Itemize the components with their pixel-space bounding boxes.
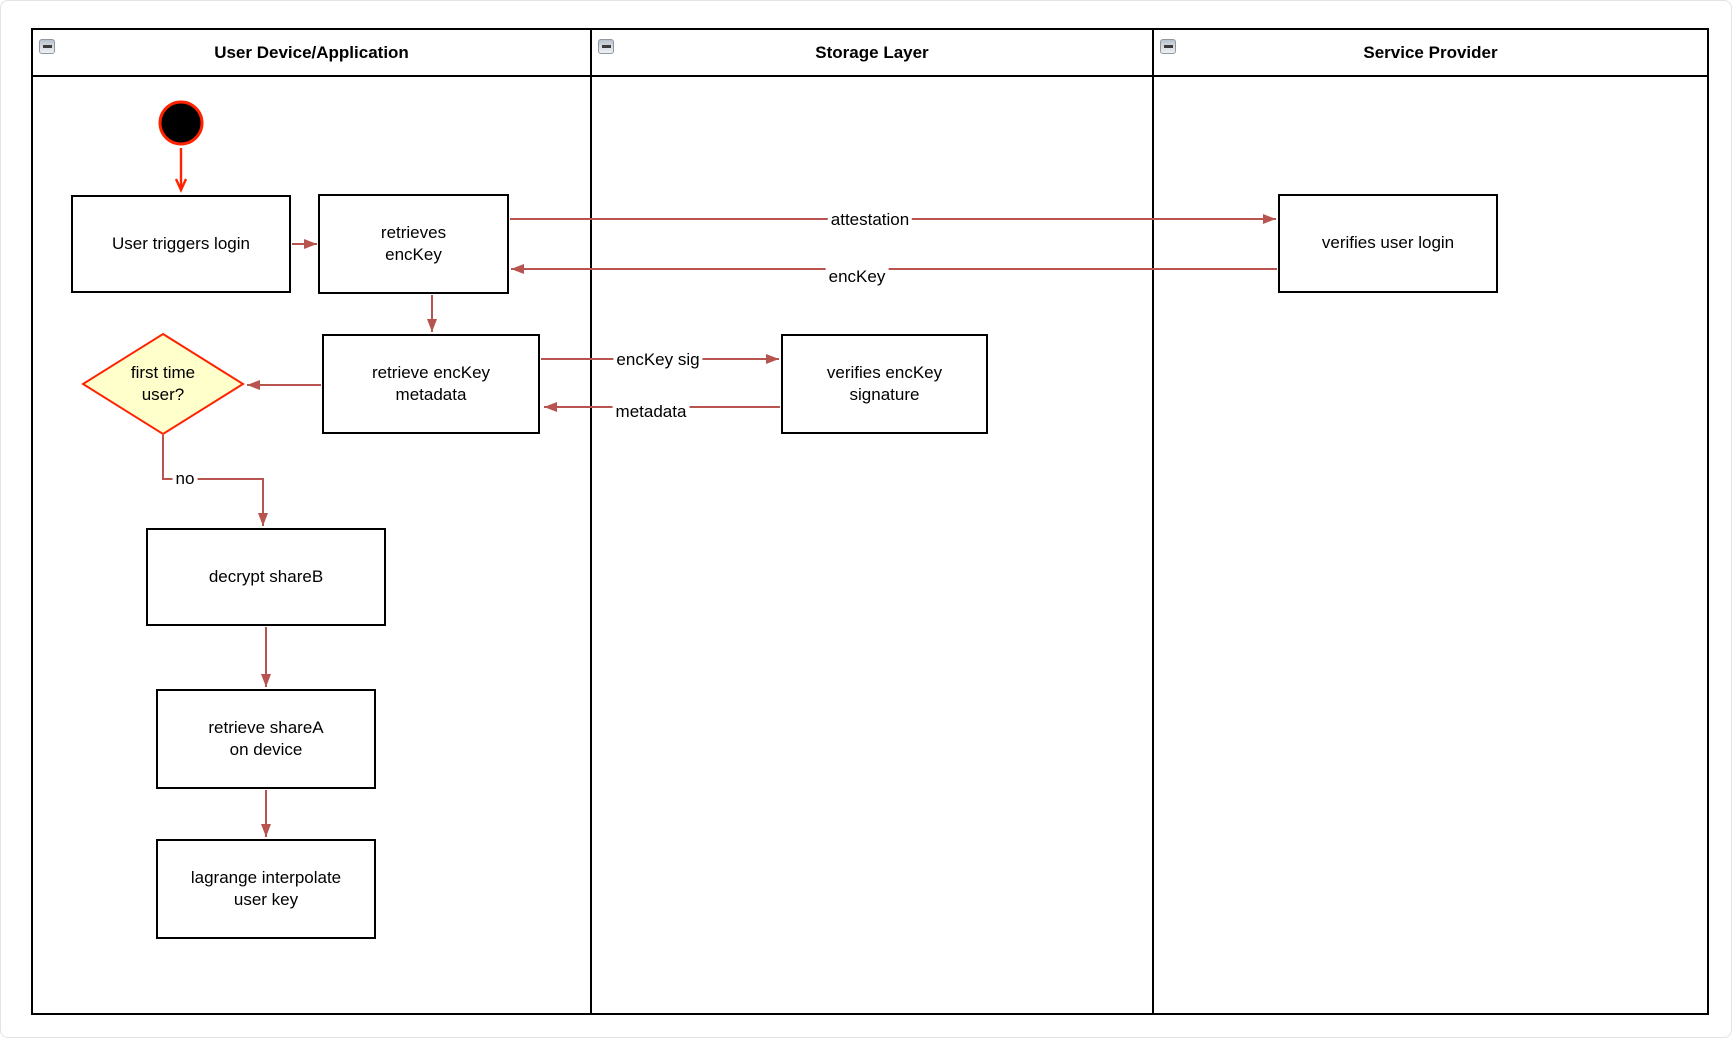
node-verifies-user-login[interactable]: verifies user login bbox=[1278, 194, 1498, 293]
minus-icon bbox=[42, 45, 52, 48]
node-retrieve-sharea-on-device[interactable]: retrieve shareA on device bbox=[156, 689, 376, 789]
collapse-lane-storage-button[interactable] bbox=[598, 39, 614, 54]
node-verifies-enckey-signature[interactable]: verifies encKey signature bbox=[781, 334, 988, 434]
minus-icon bbox=[1163, 45, 1173, 48]
lane-title-provider: Service Provider bbox=[1363, 42, 1498, 62]
lane-title-device: User Device/Application bbox=[214, 42, 409, 62]
collapse-lane-device-button[interactable] bbox=[39, 39, 55, 54]
edge-label-metadata[interactable]: metadata bbox=[612, 402, 690, 422]
edge-label-attestation[interactable]: attestation bbox=[827, 210, 913, 230]
lane-header-device[interactable]: User Device/Application bbox=[33, 30, 590, 75]
header-divider bbox=[33, 75, 1707, 77]
collapse-lane-provider-button[interactable] bbox=[1160, 39, 1176, 54]
edge-label-enckey-sig[interactable]: encKey sig bbox=[613, 350, 703, 370]
node-retrieve-enckey-metadata[interactable]: retrieve encKey metadata bbox=[322, 334, 540, 434]
swimlane-pool: User Device/Application Storage Layer Se… bbox=[31, 28, 1709, 1015]
edge-label-no[interactable]: no bbox=[172, 469, 198, 489]
lane-title-storage: Storage Layer bbox=[815, 42, 929, 62]
minus-icon bbox=[601, 45, 611, 48]
edge-label-enckey[interactable]: encKey bbox=[825, 267, 889, 287]
node-retrieves-enckey[interactable]: retrieves encKey bbox=[318, 194, 509, 294]
lane-header-storage[interactable]: Storage Layer bbox=[592, 30, 1152, 75]
lane-header-provider[interactable]: Service Provider bbox=[1154, 30, 1707, 75]
node-user-triggers-login[interactable]: User triggers login bbox=[71, 195, 291, 293]
node-decrypt-shareb[interactable]: decrypt shareB bbox=[146, 528, 386, 626]
lane-divider-2 bbox=[1152, 30, 1154, 1013]
lane-divider-1 bbox=[590, 30, 592, 1013]
node-lagrange-interpolate-user-key[interactable]: lagrange interpolate user key bbox=[156, 839, 376, 939]
